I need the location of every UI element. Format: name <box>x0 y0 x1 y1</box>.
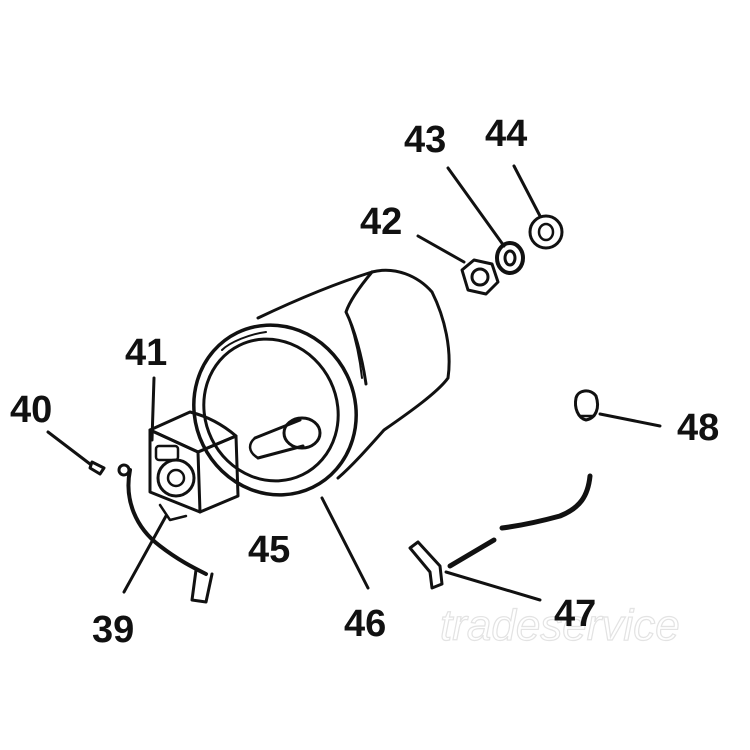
leader-lines <box>46 164 662 602</box>
leader-42 <box>416 234 466 264</box>
label-39: 39 <box>92 609 134 651</box>
washer-43 <box>495 241 525 275</box>
leader-44 <box>512 164 542 218</box>
label-43: 43 <box>404 119 446 161</box>
label-42: 42 <box>360 201 402 243</box>
label-48: 48 <box>677 407 719 449</box>
leader-39 <box>122 514 168 594</box>
label-47: 47 <box>554 593 596 635</box>
watermark: tradeservice <box>440 601 680 650</box>
label-40: 40 <box>10 389 52 431</box>
leader-43 <box>446 166 506 248</box>
housing-body <box>192 268 451 497</box>
leader-41 <box>150 376 156 442</box>
label-41: 41 <box>125 332 167 374</box>
switch-assembly <box>88 410 240 604</box>
leader-40 <box>46 430 92 466</box>
washer-42 <box>460 258 500 296</box>
cap-48 <box>574 389 600 422</box>
leader-48 <box>598 412 662 428</box>
leader-47 <box>444 570 542 602</box>
washer-44 <box>528 214 564 250</box>
label-45: 45 <box>248 529 290 571</box>
label-46: 46 <box>344 603 386 645</box>
label-44: 44 <box>485 113 527 155</box>
leader-46 <box>320 496 370 590</box>
hose-47 <box>408 473 593 590</box>
